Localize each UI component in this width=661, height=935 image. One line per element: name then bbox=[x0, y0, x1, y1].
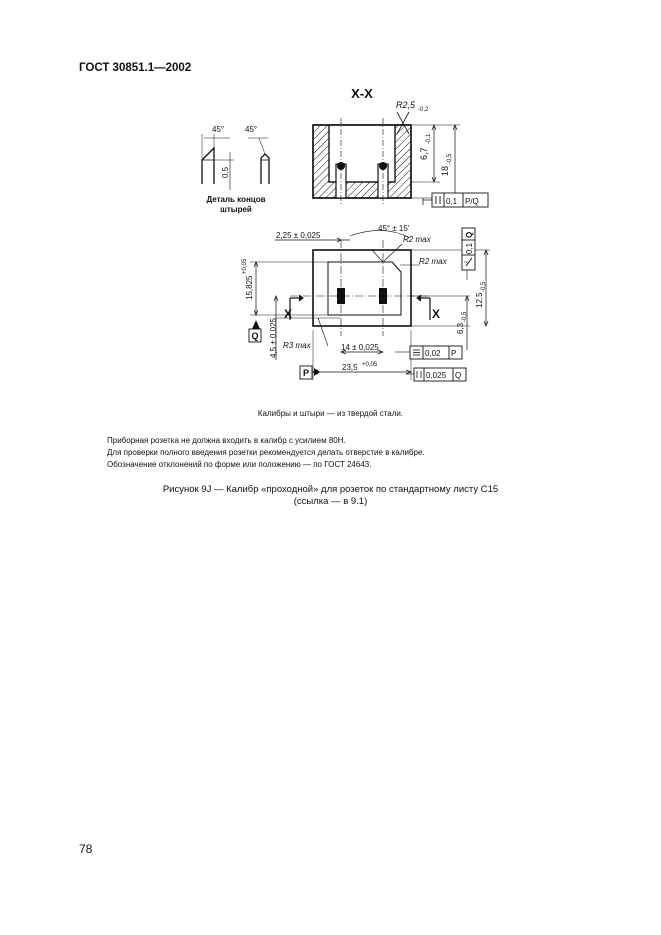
dim-18-tol: -0,5 bbox=[447, 153, 453, 164]
dim-6-7: 6,7 bbox=[419, 147, 429, 160]
page-number: 78 bbox=[79, 842, 93, 856]
frame-0-025-value: 0,025 bbox=[426, 371, 447, 380]
frame-0-02-datum: P bbox=[451, 349, 456, 358]
section-view bbox=[312, 111, 460, 205]
frame-0-02-value: 0,02 bbox=[425, 349, 441, 358]
dim-6-7-tol: -0,1 bbox=[426, 133, 432, 144]
section-mark-right: X bbox=[432, 307, 440, 321]
note-1: Приборная розетка не должна входить в ка… bbox=[107, 436, 346, 445]
tolerance-frame-0-025 bbox=[413, 367, 467, 382]
detail-angle-right: 45° bbox=[245, 125, 257, 134]
tolerance-frame-section bbox=[431, 192, 489, 208]
datum-p: P bbox=[303, 368, 309, 378]
dim-2-25: 2,25 ± 0,025 bbox=[276, 231, 321, 240]
section-radius-tol: -0,2 bbox=[418, 107, 429, 113]
tolerance-frame-side bbox=[461, 227, 476, 271]
pin-end-detail bbox=[201, 134, 270, 190]
dim-15-825-tol: +0,05 bbox=[242, 258, 248, 274]
datum-q: Q bbox=[251, 331, 258, 341]
detail-caption-line2: штырей bbox=[220, 205, 252, 214]
radius-r2-upper: R2 max bbox=[403, 235, 432, 244]
dim-4-5: 4,5 ± 0,025 bbox=[269, 317, 278, 358]
figure-caption-line2: (ссылка — в 9.1) bbox=[293, 496, 368, 507]
dim-23-5-tol: +0,05 bbox=[362, 362, 378, 368]
frame-0-025-datum: Q bbox=[455, 371, 461, 380]
dim-12-5-tol: -0,5 bbox=[481, 281, 487, 292]
tolerance-frame-0-02 bbox=[409, 345, 463, 360]
dim-45-angle: 45° ± 15' bbox=[378, 224, 410, 233]
document-header: ГОСТ 30851.1—2002 bbox=[79, 62, 192, 74]
section-title: X-X bbox=[351, 86, 373, 101]
section-radius: R2,5 bbox=[396, 100, 416, 110]
figure-caption: Рисунок 9J — Калибр «проходной» для розе… bbox=[0, 484, 661, 508]
note-3: Обозначение отклонений по форме или поло… bbox=[107, 460, 372, 469]
detail-dim-0-5: 0,5 bbox=[221, 166, 230, 178]
detail-angle-left: 45° bbox=[212, 125, 224, 134]
dim-12-5: 12,5 bbox=[475, 292, 484, 308]
frame-side-datum: Q bbox=[465, 232, 474, 238]
frame-side-value: 0,1 bbox=[465, 242, 474, 254]
figure-caption-line1: Рисунок 9J — Калибр «проходной» для розе… bbox=[162, 484, 499, 495]
material-note: Калибры и штыри — из твердой стали. bbox=[257, 409, 404, 418]
dim-6-3: 6,3 bbox=[456, 322, 465, 334]
radius-r3: R3 max bbox=[283, 341, 312, 350]
dim-14: 14 ± 0,025 bbox=[341, 343, 379, 352]
dim-6-3-tol: -0,5 bbox=[462, 311, 468, 322]
frame-section-value: 0,1 bbox=[446, 197, 458, 206]
note-2: Для проверки полного введения розетки ре… bbox=[107, 448, 425, 457]
detail-caption-line1: Деталь концов bbox=[206, 195, 265, 204]
radius-r2-lower: R2 max bbox=[419, 257, 448, 266]
section-mark-left: X bbox=[284, 307, 292, 321]
dim-15-825: 15,825 bbox=[245, 275, 254, 300]
plan-view bbox=[248, 230, 490, 380]
dim-18: 18 bbox=[440, 166, 450, 176]
dim-23-5: 23,5 bbox=[342, 363, 358, 372]
frame-section-datum: P/Q bbox=[465, 197, 479, 206]
